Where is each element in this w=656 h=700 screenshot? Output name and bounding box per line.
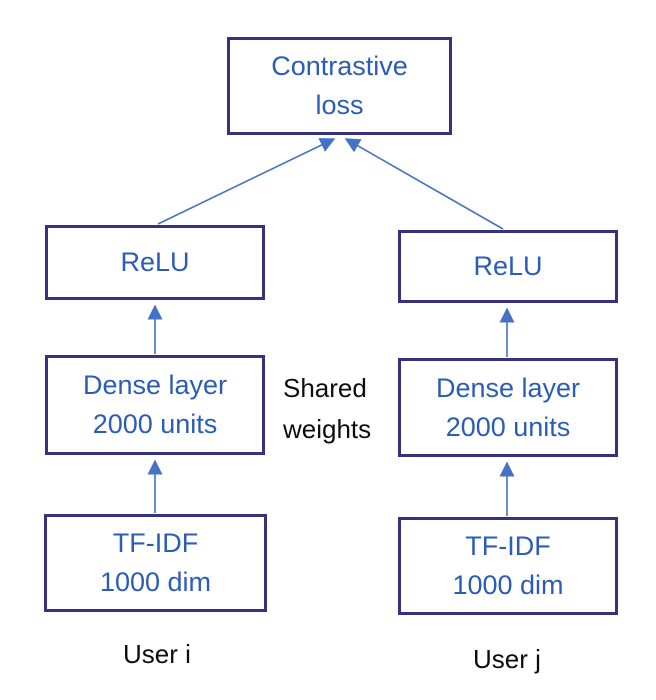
node-dense-layer-right: Dense layer 2000 units xyxy=(398,358,618,457)
node-label-line: 2000 units xyxy=(92,409,218,439)
node-label-line: 1000 dim xyxy=(99,567,212,597)
shared-weights-line: weights xyxy=(283,414,372,444)
node-label-line: 1000 dim xyxy=(452,570,564,600)
node-relu-left: ReLU xyxy=(45,225,265,300)
node-dense-layer-left: Dense layer 2000 units xyxy=(45,355,265,455)
node-relu-right: ReLU xyxy=(398,230,618,303)
node-label-line: Dense layer xyxy=(82,370,228,400)
node-label-line: 2000 units xyxy=(445,411,571,442)
user-j-label: User j xyxy=(473,644,541,674)
arrow-relu-right-to-loss xyxy=(344,138,504,230)
node-label-line: Contrastive xyxy=(271,51,408,81)
node-label-line: ReLU xyxy=(120,247,190,277)
node-tfidf-right: TF-IDF 1000 dim xyxy=(398,517,618,615)
node-label-line: ReLU xyxy=(473,251,543,281)
arrow-relu-left-to-loss xyxy=(157,138,336,225)
node-label-line: loss xyxy=(315,90,364,120)
node-label-line: TF-IDF xyxy=(465,531,551,561)
shared-weights-line: Shared xyxy=(283,373,367,403)
node-tfidf-left: TF-IDF 1000 dim xyxy=(44,514,267,612)
shared-weights-label: Shared weights xyxy=(283,368,371,450)
node-contrastive-loss: Contrastive loss xyxy=(227,37,452,135)
node-label-line: Dense layer xyxy=(435,372,581,403)
user-i-label: User i xyxy=(123,639,191,669)
node-label-line: TF-IDF xyxy=(112,528,199,558)
